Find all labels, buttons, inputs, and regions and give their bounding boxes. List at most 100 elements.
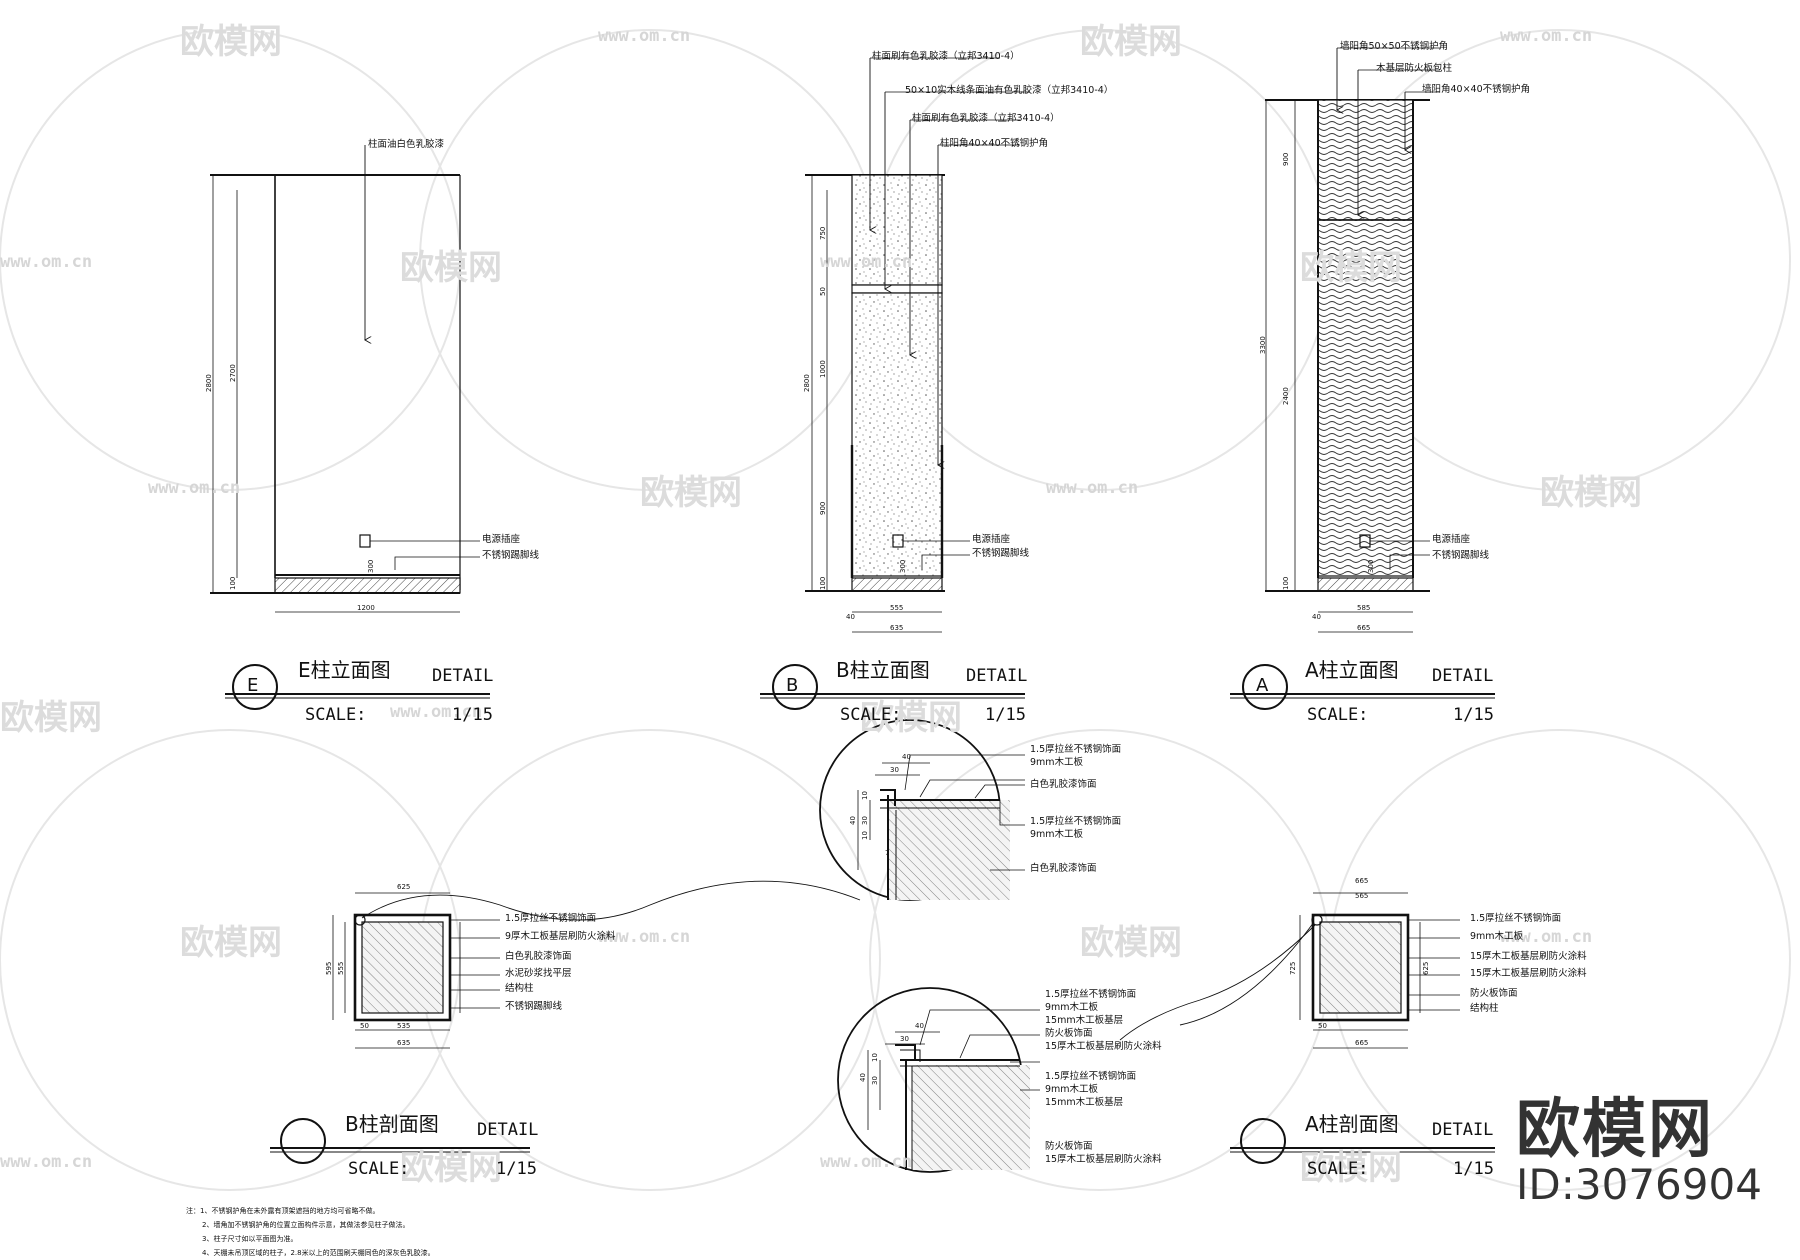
asec-dim: 725 <box>1289 961 1297 975</box>
watermark-url: www.om.cn <box>1500 26 1593 46</box>
a-scale-label: SCALE: <box>1307 705 1369 725</box>
a-elevation <box>1265 47 1440 633</box>
b-dim: 50 <box>819 287 827 296</box>
asec-callout: 1.5厚拉丝不锈钢饰面 <box>1470 913 1562 924</box>
bsec-dim: 635 <box>397 1039 411 1047</box>
e-elevation <box>210 145 480 613</box>
e-dim: 1200 <box>357 604 375 612</box>
a-callout: 电源插座 <box>1432 534 1471 545</box>
detail1-callout: 9mm木工板 <box>1030 829 1084 840</box>
a-callout: 墙阳角40×40不锈钢护角 <box>1422 84 1531 95</box>
watermark-brand: 欧模网 <box>180 923 282 963</box>
asec-scale-value: 1/15 <box>1453 1159 1494 1179</box>
note-line: 2、墙角加不锈钢护角的位置立面构件示意，其做法参见柱子做法。 <box>202 1221 410 1229</box>
b-callout: 柱阳角40×40不锈钢护角 <box>940 138 1049 149</box>
watermark-url: www.om.cn <box>0 252 93 272</box>
b-title-letter: B <box>786 675 799 696</box>
bsec-callout: 1.5厚拉丝不锈钢饰面 <box>505 913 597 924</box>
b-callout: 电源插座 <box>972 534 1011 545</box>
watermark-brand: 欧模网 <box>0 698 102 738</box>
e-title: E柱立面图 <box>298 658 391 682</box>
watermark-url: www.om.cn <box>598 927 691 947</box>
watermark-url: www.om.cn <box>1046 478 1139 498</box>
e-title-letter: E <box>247 675 259 696</box>
detail1-callout: 9mm木工板 <box>1030 757 1084 768</box>
detail2-callout: 15mm木工板基层 <box>1045 1097 1124 1108</box>
bsec-scale-value: 1/15 <box>496 1159 537 1179</box>
b-dim: 555 <box>890 604 904 612</box>
watermark-brand: 欧模网 <box>1300 248 1402 288</box>
a-dim: 2400 <box>1282 387 1290 405</box>
watermark-url: www.om.cn <box>148 478 241 498</box>
detail2-callout: 15厚木工板基层刷防火涂料 <box>1045 1154 1162 1165</box>
a-dim: 585 <box>1357 604 1371 612</box>
watermark-brand: 欧模网 <box>860 698 962 738</box>
a-callout: 墙阳角50×50不锈钢护角 <box>1340 41 1449 52</box>
b-title-marker <box>772 664 818 710</box>
watermark-url: www.om.cn <box>820 1152 913 1172</box>
detail1-dim: 10 <box>861 831 869 840</box>
note-line: 注：1、不锈钢护角在未外露有顶架遮挡的地方均可省略不做。 <box>186 1207 380 1215</box>
b-dim: 750 <box>819 226 827 240</box>
bsec-callout: 9厚木工板基层刷防火涂料 <box>505 931 616 942</box>
bsec-scale-label: SCALE: <box>348 1159 410 1179</box>
b-callout: 50×10实木线条面油有色乳胶漆（立邦3410-4） <box>905 85 1114 96</box>
b-section <box>332 880 861 1049</box>
asec-dim: 625 <box>1422 961 1430 975</box>
watermark-brand: 欧模网 <box>1080 923 1182 963</box>
bsec-detail-label: DETAIL <box>477 1120 539 1140</box>
asec-dim: 50 <box>1318 1022 1327 1030</box>
bsec-callout: 水泥砂浆找平层 <box>505 968 572 979</box>
e-title-marker <box>232 664 278 710</box>
detail1-callout: 1.5厚拉丝不锈钢饰面 <box>1030 816 1122 827</box>
watermark-brand: 欧模网 <box>1080 22 1182 62</box>
detail2-callout: 15厚木工板基层刷防火涂料 <box>1045 1041 1162 1052</box>
a-dim: 300 <box>1367 559 1375 573</box>
b-dim: 900 <box>819 501 827 515</box>
detail2-dim: 10 <box>871 1053 879 1062</box>
bsec-callout: 不锈钢踢脚线 <box>505 1001 563 1012</box>
watermark-url: www.om.cn <box>1500 927 1593 947</box>
bsec-dim: 595 <box>325 961 333 975</box>
asec-detail-label: DETAIL <box>1432 1120 1494 1140</box>
b-detail-label: DETAIL <box>966 666 1028 686</box>
e-scale-label: SCALE: <box>305 705 367 725</box>
detail1-callout: 1.5厚拉丝不锈钢饰面 <box>1030 744 1122 755</box>
b-scale-value: 1/15 <box>985 705 1026 725</box>
asec-dim: 665 <box>1355 877 1369 885</box>
watermark-brand: 欧模网 <box>640 473 742 513</box>
detail1-dim: 7 <box>885 849 890 857</box>
a-scale-value: 1/15 <box>1453 705 1494 725</box>
b-scale-label: SCALE: <box>840 705 902 725</box>
asec-dim: 565 <box>1355 892 1369 900</box>
e-dim: 2800 <box>205 374 213 392</box>
detail1-dim: 40 <box>902 753 911 761</box>
detail1-dim: 30 <box>890 766 899 774</box>
bsec-dim: 535 <box>397 1022 411 1030</box>
a-dim: 900 <box>1282 152 1290 166</box>
watermark-brand: 欧模网 <box>400 248 502 288</box>
b-dim: 635 <box>890 624 904 632</box>
detail1-dim: 30 <box>861 816 869 825</box>
note-line: 3、柱子尺寸如以平面图为准。 <box>202 1235 298 1243</box>
detail2-callout: 1.5厚拉丝不锈钢饰面 <box>1045 1071 1137 1082</box>
asec-callout: 15厚木工板基层刷防火涂料 <box>1470 968 1587 979</box>
a-title-marker <box>1242 664 1288 710</box>
bsec-title-marker <box>280 1118 326 1164</box>
e-callout: 柱面油白色乳胶漆 <box>368 139 445 150</box>
asec-title-marker <box>1240 1118 1286 1164</box>
e-dim: 300 <box>367 559 375 573</box>
b-dim: 2800 <box>803 374 811 392</box>
watermark-url: www.om.cn <box>820 252 913 272</box>
detail1-dim: 40 <box>849 816 857 825</box>
detail1-callout: 白色乳胶漆饰面 <box>1030 863 1097 874</box>
detail2-callout: 9mm木工板 <box>1045 1002 1099 1013</box>
watermark-brand: 欧模网 <box>400 1148 502 1188</box>
a-callout: 不锈钢踢脚线 <box>1432 550 1490 561</box>
e-callout: 电源插座 <box>482 534 521 545</box>
note-line: 4、天棚未吊顶区域的柱子，2.8米以上的范围刷天棚同色的深灰色乳胶漆。 <box>202 1249 435 1257</box>
watermark-brand: 欧模网 <box>1300 1148 1402 1188</box>
e-dim: 100 <box>229 576 237 590</box>
detail-2 <box>837 987 1040 1173</box>
